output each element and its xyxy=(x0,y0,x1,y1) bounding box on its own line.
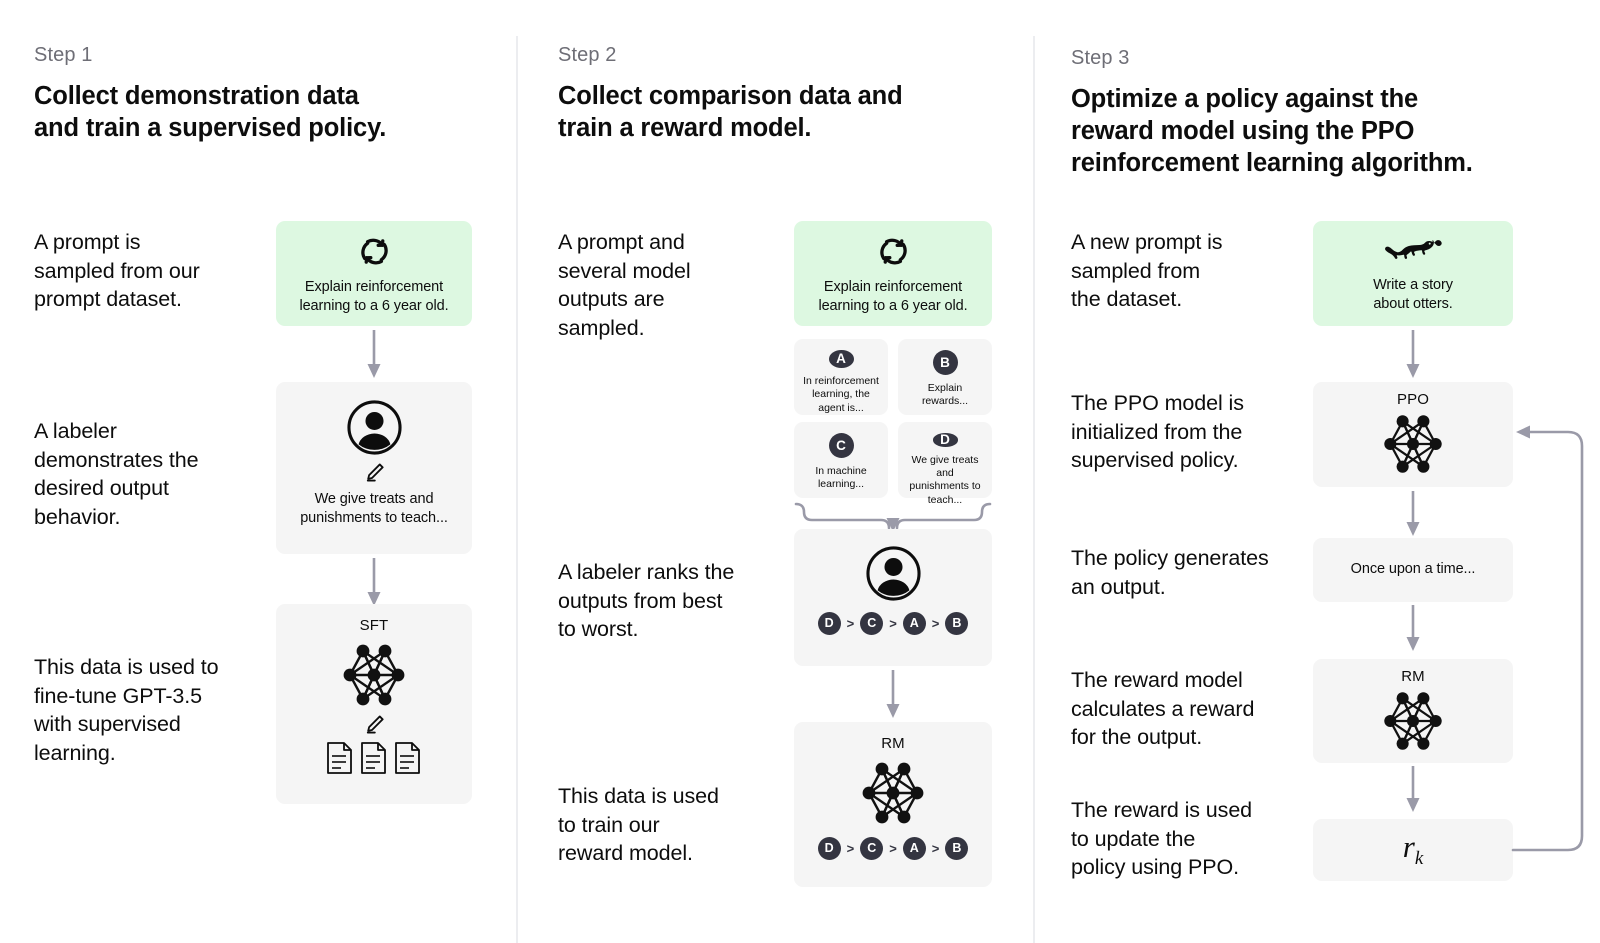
step-2-title: Collect comparison data and train a rewa… xyxy=(558,82,903,143)
badge-d: D xyxy=(932,433,958,447)
step-3-prompt-caption: Write a story about otters. xyxy=(1373,277,1453,313)
step-2-ranking-box: D > C > A > B xyxy=(794,529,992,666)
step-1-sft-box: SFT xyxy=(276,604,472,804)
badge-a: A xyxy=(828,350,854,368)
pencil-icon xyxy=(363,713,386,736)
arrow-output-to-rm xyxy=(1406,605,1420,651)
neural-net-icon xyxy=(1373,687,1453,755)
step-3-column: Step 3 Optimize a policy against the rew… xyxy=(1033,0,1600,943)
person-icon xyxy=(865,545,922,602)
output-c-text: In machine learning... xyxy=(815,465,867,491)
pencil-icon xyxy=(363,461,386,484)
step-3-description-2: The PPO model is initialized from the su… xyxy=(1071,391,1244,473)
step-1-prompt-box: Explain reinforcement learning to a 6 ye… xyxy=(276,221,472,326)
step-2-prompt-box: Explain reinforcement learning to a 6 ye… xyxy=(794,221,992,326)
brace-connector-outputs-to-labeler xyxy=(794,502,992,532)
otter-icon xyxy=(1384,237,1442,267)
neural-net-icon xyxy=(332,639,416,711)
step-3-ppo-title: PPO xyxy=(1397,391,1429,408)
reward-symbol: r xyxy=(1402,829,1415,865)
arrow-ppo-to-output xyxy=(1406,491,1420,536)
step-2-description-1: A prompt and several model outputs are s… xyxy=(558,230,691,340)
rank-sep-3: > xyxy=(931,616,940,631)
badge-c: C xyxy=(828,433,854,458)
output-d-text: We give treats and punishments to teach.… xyxy=(909,453,981,506)
arrow-ranking-to-rm xyxy=(886,670,900,718)
step-2-output-card-c: C In machine learning... xyxy=(794,422,888,498)
step-2-output-card-b: B Explain rewards... xyxy=(898,339,992,415)
step-3-ppo-box: PPO xyxy=(1313,382,1513,487)
arrow-prompt-to-ppo xyxy=(1406,330,1420,378)
step-1-description-2: A labeler demonstrates the desired outpu… xyxy=(34,419,199,529)
output-b-text: Explain rewards... xyxy=(921,382,969,408)
rank-badge-1: D xyxy=(817,612,841,635)
neural-net-icon xyxy=(1373,410,1453,478)
step-1-label: Step 1 xyxy=(34,44,93,66)
step-3-output-caption: Once upon a time... xyxy=(1350,561,1476,578)
rank-sep-2: > xyxy=(889,616,897,631)
step-3-rm-box: RM xyxy=(1313,659,1513,763)
step-2-rm-ranking-row: D > C > A > B xyxy=(817,837,969,860)
rm-rank-badge-2: C xyxy=(860,837,884,860)
feedback-loop-arrow xyxy=(1511,425,1584,852)
cycle-icon xyxy=(877,235,910,268)
step-1-description-1: A prompt is sampled from our prompt data… xyxy=(34,230,200,312)
step-3-description-3: The policy generates an output. xyxy=(1071,546,1269,599)
neural-net-icon xyxy=(851,757,935,829)
rank-badge-2: C xyxy=(860,612,884,635)
step-3-output-box: Once upon a time... xyxy=(1313,538,1513,602)
step-3-description-1: A new prompt is sampled from the dataset… xyxy=(1071,230,1223,312)
step-1-sft-title: SFT xyxy=(359,617,389,634)
badge-b: B xyxy=(932,350,958,375)
step-3-title: Optimize a policy against the reward mod… xyxy=(1071,85,1473,178)
rank-badge-4: B xyxy=(945,612,969,635)
step-3-description-5: The reward is used to update the policy … xyxy=(1071,798,1253,880)
step-3-description-4: The reward model calculates a reward for… xyxy=(1071,668,1255,750)
rm-rank-badge-4: B xyxy=(945,837,969,860)
reward-subscript: k xyxy=(1414,848,1424,870)
rm-rank-sep-1: > xyxy=(846,841,855,856)
step-2-output-card-d: D We give treats and punishments to teac… xyxy=(898,422,992,506)
step-3-rm-title: RM xyxy=(1401,668,1425,685)
rm-rank-badge-1: D xyxy=(817,837,841,860)
rank-badge-3: A xyxy=(902,612,926,635)
step-3-prompt-box: Write a story about otters. xyxy=(1313,221,1513,326)
rm-rank-sep-3: > xyxy=(931,841,940,856)
arrow-rm-to-reward xyxy=(1406,766,1420,812)
step-1-prompt-caption: Explain reinforcement learning to a 6 ye… xyxy=(299,279,449,315)
rank-sep-1: > xyxy=(846,616,855,631)
arrow-labeler-to-sft xyxy=(367,558,381,606)
documents-icon xyxy=(326,741,422,775)
step-1-labeler-box: We give treats and punishments to teach.… xyxy=(276,382,472,554)
step-2-rm-title: RM xyxy=(881,735,905,752)
step-2-ranking-row: D > C > A > B xyxy=(817,612,969,635)
step-2-description-3: This data is used to train our reward mo… xyxy=(558,784,719,866)
step-1-labeler-caption: We give treats and punishments to teach.… xyxy=(300,491,448,527)
step-2-label: Step 2 xyxy=(558,44,617,66)
step-2-reward-model-box: RM xyxy=(794,722,992,887)
step-3-label: Step 3 xyxy=(1071,47,1130,69)
step-1-description-3: This data is used to fine-tune GPT-3.5 w… xyxy=(34,655,219,765)
step-1-column: Step 1 Collect demonstration data and tr… xyxy=(0,0,516,943)
person-icon xyxy=(346,399,403,456)
column-divider-2 xyxy=(1033,36,1035,943)
step-1-title: Collect demonstration data and train a s… xyxy=(34,82,387,143)
step-2-description-2: A labeler ranks the outputs from best to… xyxy=(558,560,735,642)
output-a-text: In reinforcement learning, the agent is.… xyxy=(803,374,879,414)
cycle-icon xyxy=(358,235,391,268)
arrow-prompt-to-labeler xyxy=(367,330,381,378)
step-2-column: Step 2 Collect comparison data and train… xyxy=(516,0,1033,943)
step-2-prompt-caption: Explain reinforcement learning to a 6 ye… xyxy=(818,279,968,315)
rm-rank-sep-2: > xyxy=(889,841,897,856)
column-divider-1 xyxy=(516,36,518,943)
reward-formula: rk xyxy=(1403,829,1424,870)
step-2-output-card-a: A In reinforcement learning, the agent i… xyxy=(794,339,888,415)
step-3-reward-box: rk xyxy=(1313,819,1513,881)
rm-rank-badge-3: A xyxy=(902,837,926,860)
